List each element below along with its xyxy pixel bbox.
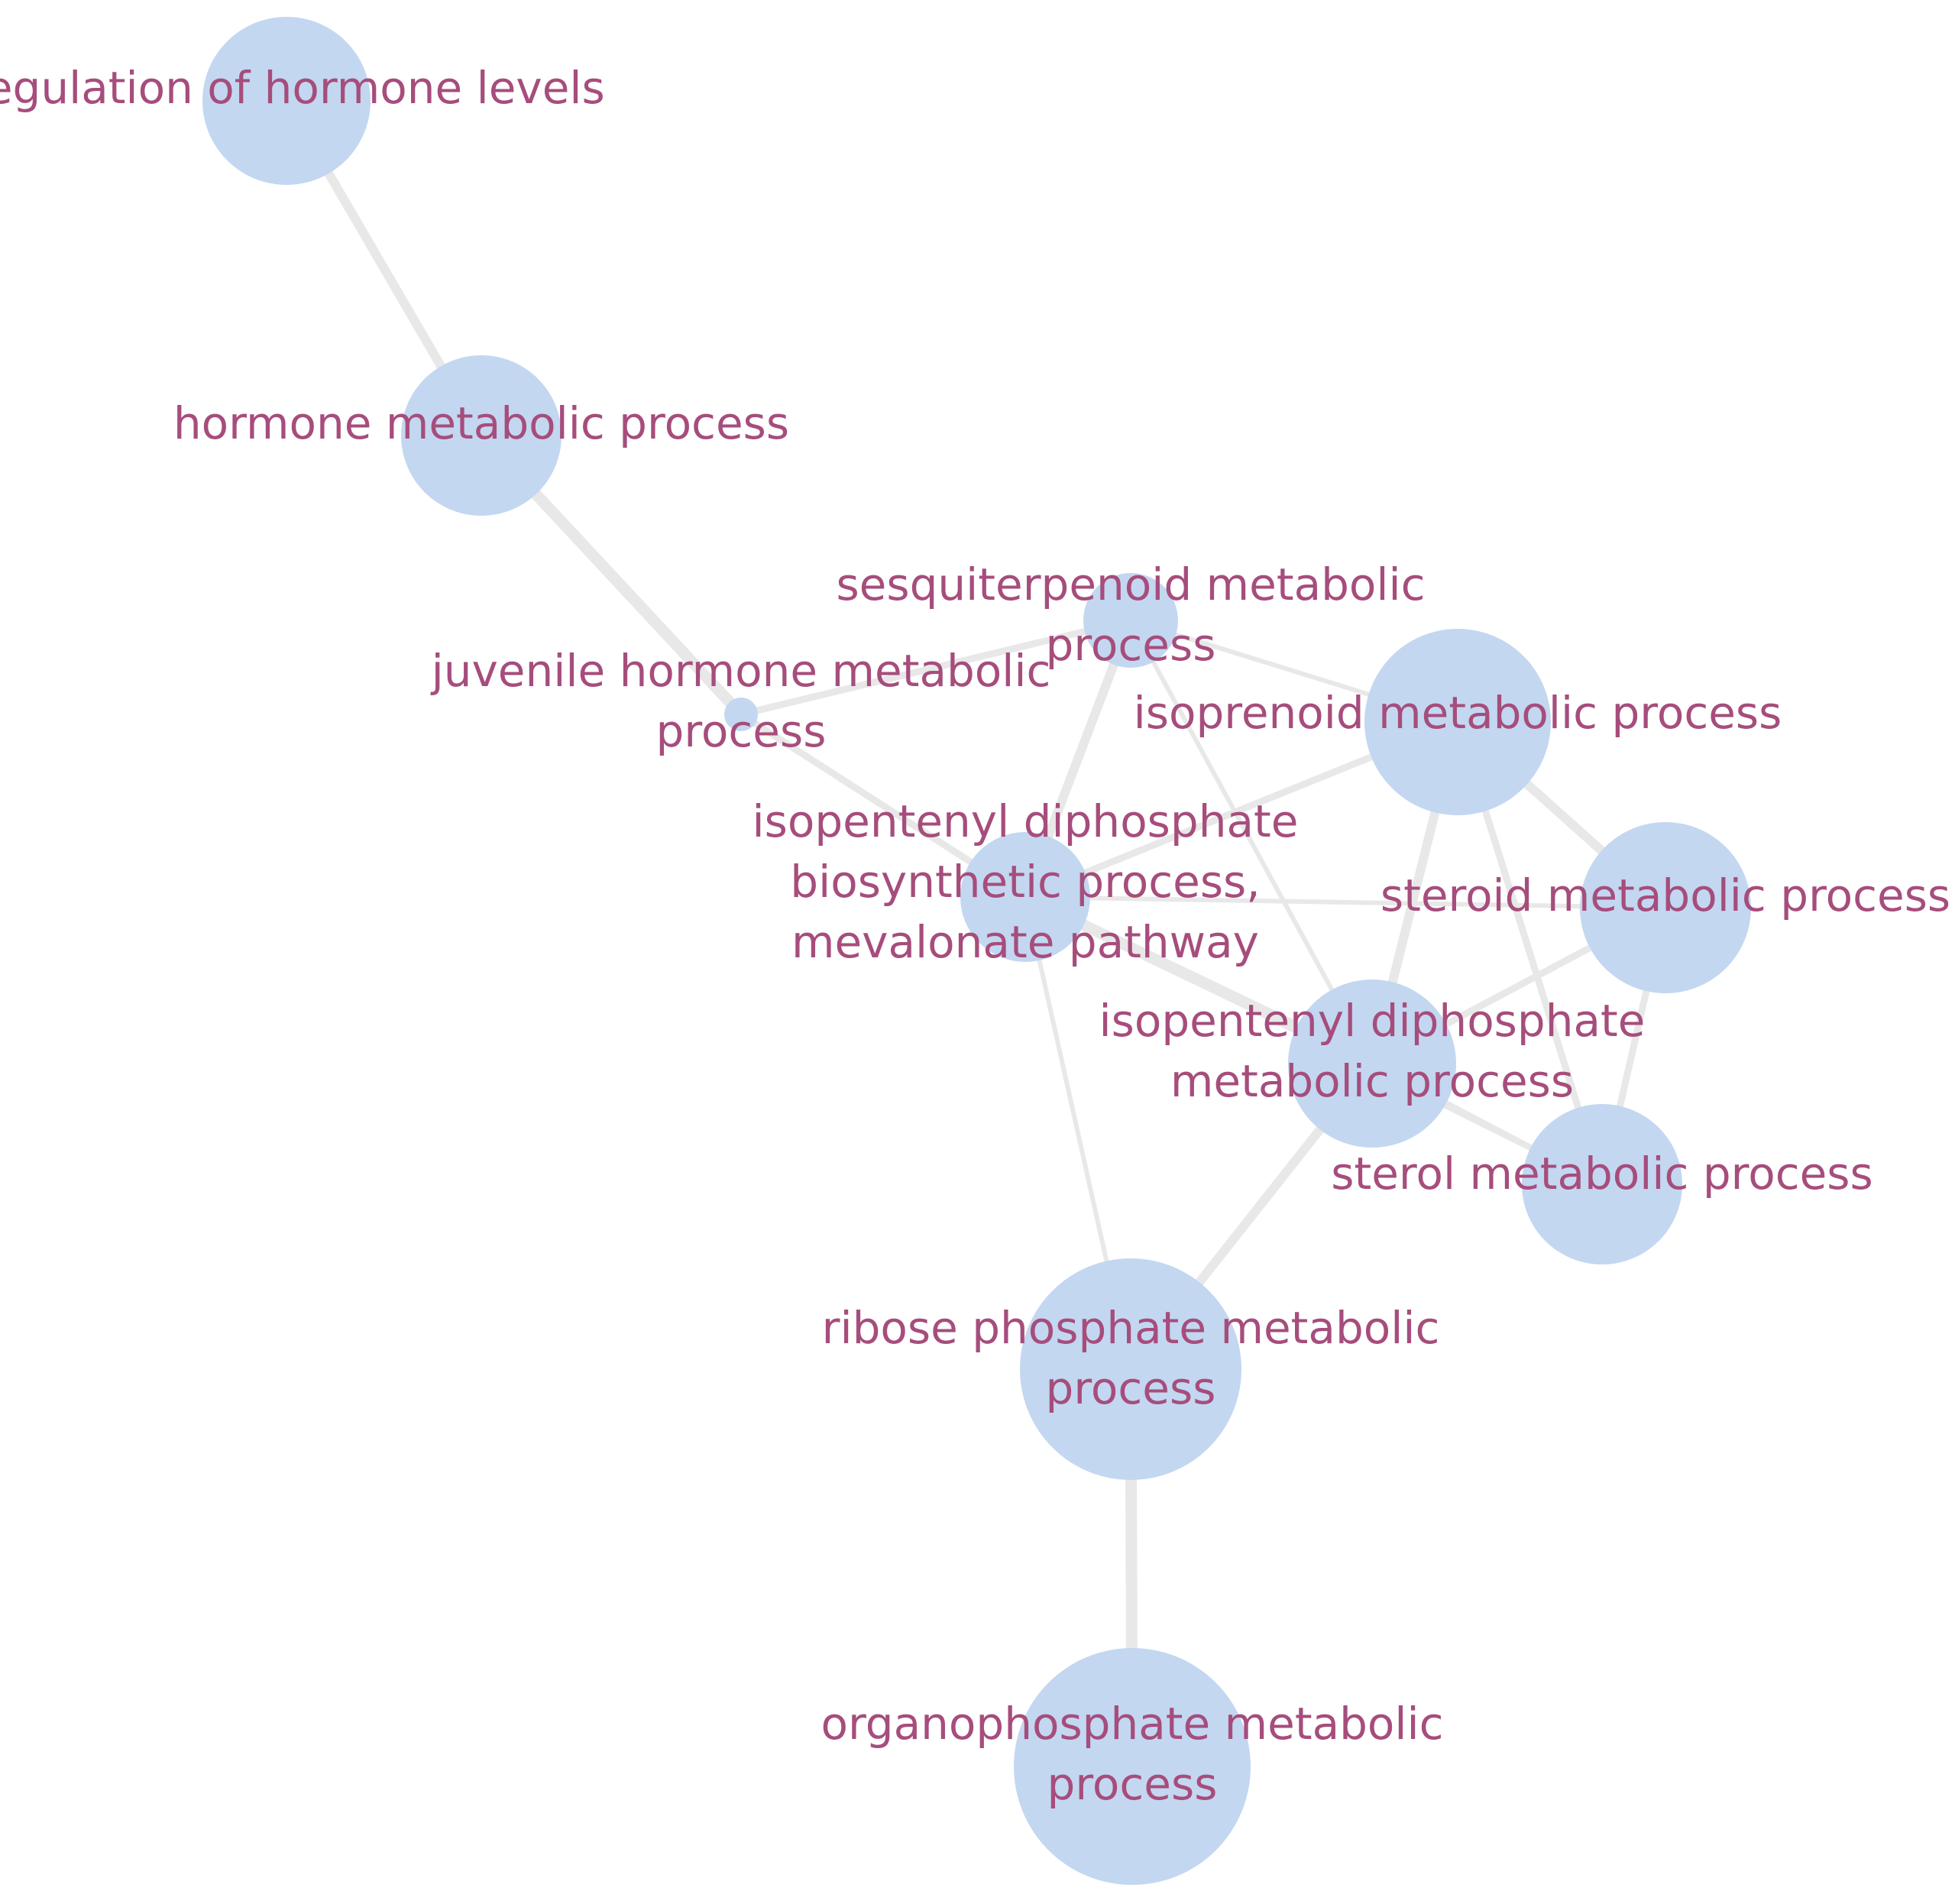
node-label-line: process xyxy=(1046,1362,1216,1414)
node-label-sesqui: sesquiterpenoid metabolic process xyxy=(836,559,1425,671)
node-label-sterol: sterol metabolic process xyxy=(1331,1148,1872,1200)
node-isoprenoid[interactable] xyxy=(1364,629,1551,815)
node-label-line: mevalonate pathway xyxy=(791,916,1259,968)
node-label-juvenile: juvenile hormone metabolic process xyxy=(430,645,1051,757)
edge-sesqui-ipp_meta xyxy=(1128,618,1374,1066)
node-ribose[interactable] xyxy=(1020,1258,1241,1480)
node-label-ipp_meta: isopentenyl diphosphate metabolic process xyxy=(1099,995,1646,1107)
node-ipp_meta[interactable] xyxy=(1288,980,1456,1148)
node-organo[interactable] xyxy=(1014,1648,1251,1885)
node-label-reg_hormone: regulation of hormone levels xyxy=(0,62,605,114)
node-label-line: hormone metabolic process xyxy=(173,397,789,449)
node-hormone_meta[interactable] xyxy=(401,355,562,516)
node-label-ipp_bio: isopentenyl diphosphate biosynthetic proc… xyxy=(753,795,1299,968)
node-label-organo: organophosphate metabolic process xyxy=(821,1698,1443,1810)
node-label-ribose: ribose phosphate metabolic process xyxy=(822,1302,1440,1414)
node-ipp_bio[interactable] xyxy=(960,832,1090,962)
node-sesqui[interactable] xyxy=(1083,573,1178,668)
edge-juvenile-sesqui xyxy=(737,617,1134,718)
node-label-line: organophosphate metabolic xyxy=(821,1698,1443,1750)
node-label-line: isopentenyl diphosphate xyxy=(753,795,1299,847)
node-label-line: ribose phosphate metabolic xyxy=(822,1302,1440,1354)
node-label-line: process xyxy=(656,705,827,757)
node-label-line: juvenile hormone metabolic xyxy=(430,645,1051,697)
node-label-line: biosynthetic process, xyxy=(790,856,1260,908)
node-reg_hormone[interactable] xyxy=(202,17,371,185)
edge-ipp_bio-steroid xyxy=(1023,895,1668,910)
node-label-line: sesquiterpenoid metabolic xyxy=(836,559,1425,610)
node-label-line: sterol metabolic process xyxy=(1331,1148,1872,1200)
node-label-line: process xyxy=(1046,619,1216,671)
nodes-layer xyxy=(202,17,1751,1885)
node-sterol[interactable] xyxy=(1522,1104,1682,1264)
node-label-line: steroid metabolic process xyxy=(1380,869,1950,921)
node-label-hormone_meta: hormone metabolic process xyxy=(173,397,789,449)
node-label-line: isopentenyl diphosphate xyxy=(1099,995,1646,1047)
node-label-line: process xyxy=(1047,1758,1218,1810)
node-juvenile[interactable] xyxy=(724,698,758,731)
node-label-isoprenoid: isoprenoid metabolic process xyxy=(1134,687,1782,739)
node-label-line: regulation of hormone levels xyxy=(0,62,605,114)
labels-layer: regulation of hormone levels hormone meta… xyxy=(0,62,1950,1810)
node-label-line: isoprenoid metabolic process xyxy=(1134,687,1782,739)
node-steroid[interactable] xyxy=(1580,822,1751,993)
node-label-steroid: steroid metabolic process xyxy=(1380,869,1950,921)
node-label-line: metabolic process xyxy=(1170,1055,1574,1107)
